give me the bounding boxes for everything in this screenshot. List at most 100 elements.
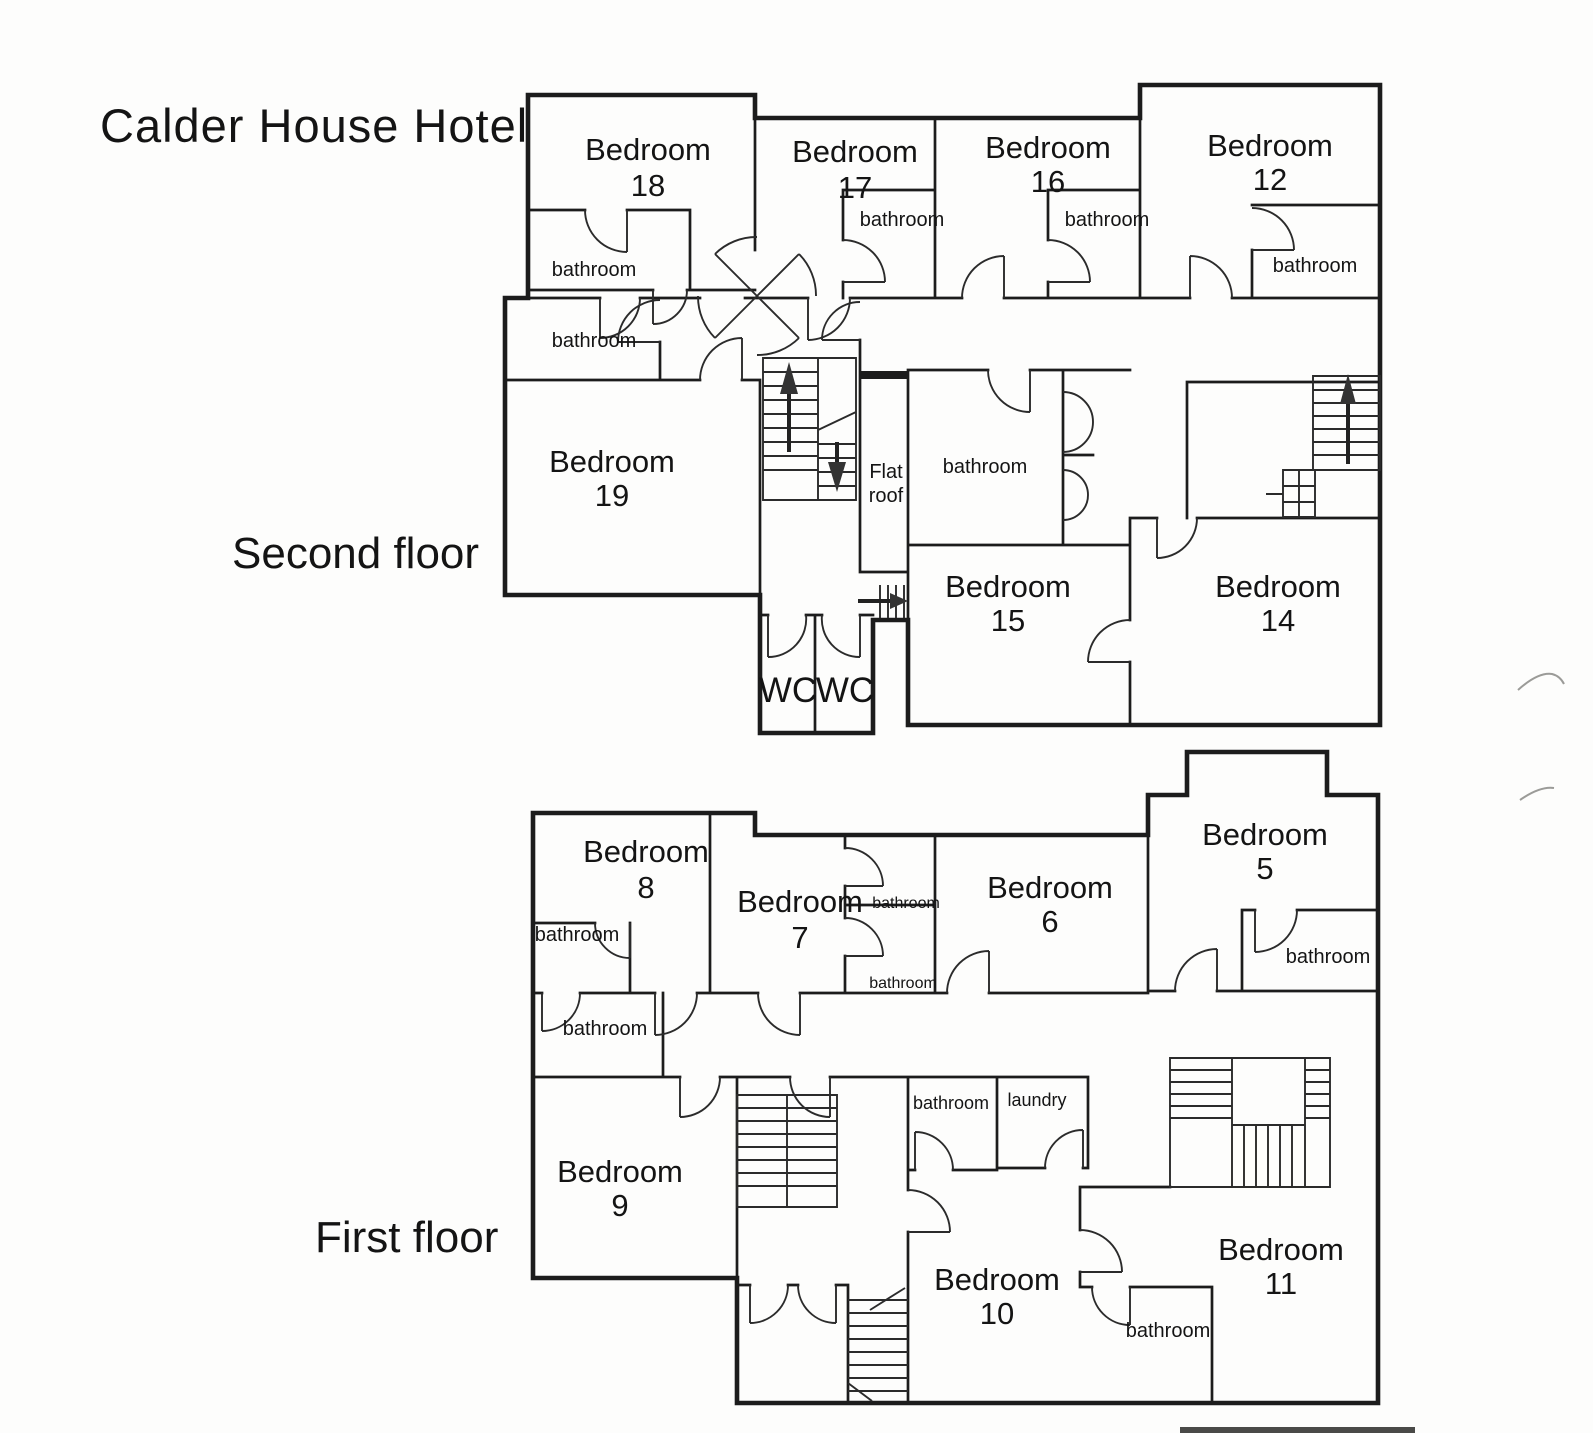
door-swing-icon <box>1174 948 1218 992</box>
door-swing-icon <box>1156 517 1198 559</box>
room-label-bedroom-19: Bedroom <box>549 444 675 479</box>
room-label-bedroom-10: Bedroom <box>934 1262 1060 1297</box>
door-swing-icon <box>797 1284 837 1324</box>
door-swing-icon <box>1254 909 1298 953</box>
door-swing-icon <box>789 1076 831 1118</box>
flat-roof-label: Flat <box>869 461 903 483</box>
door-swing-icon <box>914 1131 954 1171</box>
door-swing-icon <box>599 297 641 339</box>
door-swing-icon <box>821 301 861 341</box>
room-label-bedroom-14: Bedroom <box>1215 569 1341 604</box>
bathroom-label: bathroom <box>552 259 637 281</box>
staircase-icon <box>1169 1057 1331 1188</box>
second-floor-inner-walls <box>503 116 1382 735</box>
exit-right-arrowhead-icon <box>890 593 908 609</box>
laundry-label: laundry <box>1007 1090 1066 1110</box>
closet-double-door-icon <box>1062 469 1089 521</box>
room-label-bedroom-18: Bedroom <box>585 132 711 167</box>
bathroom-label: bathroom <box>1065 209 1150 231</box>
door-swing-icon <box>584 209 628 253</box>
room-number-bedroom-15: 15 <box>991 603 1025 638</box>
room-number-bedroom-5: 5 <box>1256 851 1273 886</box>
door-swing-icon <box>541 992 581 1032</box>
room-number-bedroom-9: 9 <box>611 1188 628 1223</box>
room-number-bedroom-19: 19 <box>595 478 629 513</box>
second-floor-labels: Bedroom 18 Bedroom 17 Bedroom 16 Bedroom… <box>549 128 1357 710</box>
door-swing-icon <box>679 1076 721 1118</box>
door-swing-icon <box>1087 619 1131 663</box>
room-label-bedroom-5: Bedroom <box>1202 817 1328 852</box>
first-floor-doors <box>541 847 1298 1326</box>
door-swing-icon <box>1091 1286 1131 1326</box>
floor-title-second: Second floor <box>232 529 479 578</box>
room-number-bedroom-18: 18 <box>631 168 665 203</box>
door-swing-icon <box>844 917 884 957</box>
staircase-icon <box>736 1094 838 1208</box>
room-label-bedroom-15: Bedroom <box>945 569 1071 604</box>
door-swing-icon <box>961 255 1005 299</box>
room-number-bedroom-6: 6 <box>1041 904 1058 939</box>
door-swing-icon <box>767 614 808 658</box>
staircase-icon <box>762 357 857 501</box>
room-label-bedroom-12: Bedroom <box>1207 128 1333 163</box>
room-label-bedroom-16: Bedroom <box>985 130 1111 165</box>
room-number-bedroom-8: 8 <box>637 870 654 905</box>
room-number-bedroom-12: 12 <box>1253 162 1287 197</box>
bathroom-label: bathroom <box>552 330 637 352</box>
door-swing-icon <box>1044 1129 1084 1169</box>
room-label-bedroom-8: Bedroom <box>583 834 709 869</box>
first-floor-labels: Bedroom 8 Bedroom 7 Bedroom 6 Bedroom 5 … <box>535 817 1371 1342</box>
room-label-bedroom-7: Bedroom <box>737 884 863 919</box>
second-floor-plan: Bedroom 18 Bedroom 17 Bedroom 16 Bedroom… <box>502 82 1383 736</box>
door-swing-icon <box>652 289 688 325</box>
stairs-up-arrowhead-icon <box>780 362 798 394</box>
first-floor-outer-walls <box>530 749 1381 1406</box>
door-swing-icon <box>699 337 743 381</box>
flat-roof-label: roof <box>869 485 904 507</box>
bathroom-label: bathroom <box>535 924 620 946</box>
door-swing-icon <box>907 1189 951 1233</box>
bathroom-label: bathroom <box>872 895 940 912</box>
room-label-bedroom-6: Bedroom <box>987 870 1113 905</box>
first-floor-stairs <box>736 1057 1331 1402</box>
door-swing-icon <box>1079 1229 1123 1273</box>
door-leaf-icon <box>714 253 800 339</box>
bathroom-label: bathroom <box>943 456 1028 478</box>
landing-grid-icon <box>1266 469 1316 518</box>
door-swing-icon <box>820 614 861 658</box>
floor-title-first: First floor <box>315 1213 498 1262</box>
bathroom-label: bathroom <box>563 1018 648 1040</box>
wc-label: WC <box>816 671 874 710</box>
room-number-bedroom-14: 14 <box>1261 603 1295 638</box>
bathroom-label: bathroom <box>913 1093 989 1113</box>
door-swing-icon <box>749 1284 789 1324</box>
door-swing-icon <box>844 847 884 887</box>
door-swing-icon <box>654 992 698 1036</box>
door-swing-icon <box>1189 255 1233 299</box>
second-floor-stairs <box>762 357 1381 618</box>
door-swing-icon <box>1251 207 1295 251</box>
door-swing-icon <box>987 369 1031 413</box>
room-label-bedroom-9: Bedroom <box>557 1154 683 1189</box>
bathroom-label: bathroom <box>869 975 937 992</box>
door-swing-icon <box>1047 239 1091 283</box>
scan-artifact <box>1517 672 1565 691</box>
room-number-bedroom-10: 10 <box>980 1296 1014 1331</box>
bathroom-label: bathroom <box>860 209 945 231</box>
corridor-pinwheel-doors-icon <box>697 236 817 356</box>
scan-artifact <box>1180 1427 1415 1433</box>
room-label-bedroom-17: Bedroom <box>792 134 918 169</box>
page-title: Calder House Hotel <box>100 99 528 152</box>
room-number-bedroom-16: 16 <box>1031 164 1065 199</box>
room-number-bedroom-11: 11 <box>1265 1266 1297 1301</box>
stairs-down-arrowhead-icon <box>828 462 846 492</box>
bathroom-label: bathroom <box>1286 946 1371 968</box>
bathroom-label: bathroom <box>1273 255 1358 277</box>
room-number-bedroom-7: 7 <box>791 920 808 955</box>
door-swing-icon <box>807 297 851 341</box>
room-label-bedroom-11: Bedroom <box>1218 1232 1344 1267</box>
bathroom-label: bathroom <box>1126 1320 1211 1342</box>
closet-double-door-icon <box>1062 391 1094 453</box>
door-swing-icon <box>697 236 817 356</box>
